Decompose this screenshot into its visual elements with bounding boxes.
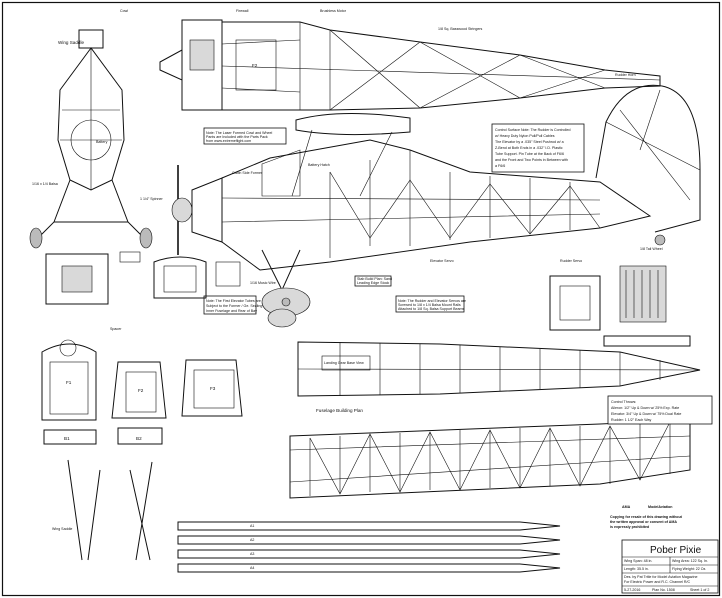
copyright-line-2: the written approval or consent of AMA	[610, 520, 677, 524]
throws-line-1: Control Throws:	[611, 400, 636, 404]
front-view: Wing Saddle 1/16 x 1/4 Balsa Battery	[29, 29, 153, 249]
kit-note-line-3: from www.extremeflight.com	[206, 139, 251, 143]
svg-text:1/16 x 1/4 Balsa: 1/16 x 1/4 Balsa	[32, 182, 58, 186]
control-note-line-3: The Elevator by a .035" Steel Pushrod w/…	[495, 140, 564, 144]
copyright-line-1: Copying for resale of this drawing witho…	[610, 515, 683, 519]
former-note: Note: The First Elevator Tubes are Subje…	[203, 295, 262, 315]
wing-span: Wing Span: 48 in.	[624, 559, 652, 563]
rudder-note-line-1: Note: The Rudder and Elevator Servos are	[398, 299, 466, 303]
former-note-line-2: Subject to the Former / Ge. Sealing	[206, 304, 262, 308]
fuselage-building-plan: Fuselage Building Plan	[289, 408, 691, 499]
svg-text:Battery Hatch: Battery Hatch	[308, 163, 330, 167]
former-f2-label: F2	[138, 388, 144, 393]
throws-line-4: Rudder: 1 1/2" Each Way	[611, 418, 651, 422]
strip-parts: A1 A2 A3 A4	[177, 521, 561, 573]
plan-date: 5-27-2016	[624, 588, 640, 592]
fuselage-building-plan-label: Fuselage Building Plan	[316, 408, 363, 413]
svg-text:A4: A4	[250, 566, 254, 570]
wing-saddle-label: Wing Saddle	[52, 527, 72, 531]
stab-note-line-1: Stab Build Plan: Sand	[357, 277, 392, 281]
control-throws-note: Control Throws: Aileron: 1/2" Up & Down …	[607, 395, 713, 425]
flying-weight: Flying Weight: 22 Oz.	[672, 567, 706, 571]
svg-text:Spacer: Spacer	[110, 327, 122, 331]
side-view-fuselage	[171, 112, 652, 328]
vertical-tail	[595, 84, 701, 246]
svg-text:Rudder Horn: Rudder Horn	[615, 73, 636, 77]
control-note-line-2: w/ Heavy Duty Nylon Pull/Pull Cables	[495, 134, 555, 138]
plan-number: Plan No. 1508	[652, 588, 675, 592]
control-note-line-7: a F6/6	[495, 164, 505, 168]
svg-text:Firewall: Firewall	[236, 9, 249, 13]
svg-text:A2: A2	[250, 538, 254, 542]
sheet-number: Sheet 1 of 2	[690, 588, 709, 592]
svg-text:Battery: Battery	[96, 140, 108, 144]
former-note-line-1: Note: The First Elevator Tubes are	[206, 299, 261, 303]
svg-text:1/8 Tail Wheel: 1/8 Tail Wheel	[640, 247, 663, 251]
kit-note-line-2: Pants are Included with the Parts Pack	[206, 135, 268, 139]
copyright-line-3: is expressly prohibited	[610, 525, 649, 529]
svg-text:F2: F2	[252, 63, 258, 68]
svg-text:A1: A1	[250, 524, 254, 528]
wing-struts: Wing Saddle	[52, 459, 153, 561]
rudder-note-line-3: Attached to 1/8 Sq. Balsa Support Beams	[398, 307, 465, 311]
former-f1-label: F1	[66, 380, 72, 385]
former-b2-label: B2	[136, 436, 142, 441]
length: Length: 35.5 in.	[624, 567, 649, 571]
designer: Des. by Pat Tritle for Model Aviation Ma…	[624, 575, 697, 579]
copyright-block: AMA ModelAviation Copying for resale of …	[610, 505, 683, 529]
throws-line-2: Aileron: 1/2" Up & Down w/ 25% Exp. Rate	[611, 406, 679, 410]
rudder-note-line-2: Screwed to 1/8 x 1/4 Balsa Mount Rails	[398, 303, 461, 307]
formers: F1 F2 F3 B1 B2	[41, 251, 243, 445]
rudder-servo-note: Note: The Rudder and Elevator Servos are…	[395, 295, 466, 313]
svg-text:Cabin Side Former: Cabin Side Former	[232, 171, 263, 175]
stab-build-note: Stab Build Plan: Sand Leading Edge Stock	[354, 275, 392, 287]
control-note-line-1: Control Surface Note: The Rudder is Cont…	[495, 128, 570, 132]
control-surface-note: Control Surface Note: The Rudder is Cont…	[491, 123, 585, 173]
throws-line-3: Elevator: 3/4" Up & Down w/ 75% Dual Rat…	[611, 412, 681, 416]
fuselage-top-plan: Landing Gear Base View	[297, 341, 701, 397]
former-f3-label: F3	[210, 386, 216, 391]
power: For Electric Power and R.C. Channel R/C	[624, 580, 691, 584]
control-note-line-6: and the Front and Two Points in Between …	[495, 158, 568, 162]
svg-text:1/8 Sq. Basswood Stringers: 1/8 Sq. Basswood Stringers	[438, 27, 483, 31]
svg-text:1/16 Music Wire: 1/16 Music Wire	[250, 281, 276, 285]
top-view-fuselage: F2 Rudder Horn	[159, 19, 661, 111]
kit-note-line-1: Note: The Laser Formed Cowl and Wheel	[206, 131, 272, 135]
control-note-line-4: Z-Bend at Both Ends in a .032" I.D. Plas…	[495, 146, 563, 150]
svg-text:1 1/4" Spinner: 1 1/4" Spinner	[140, 197, 163, 201]
former-b1-label: B1	[64, 436, 70, 441]
control-note-line-5: Tube Support. Pin Tube at the Back of F6…	[495, 152, 564, 156]
brand-ama: AMA	[622, 505, 631, 509]
kit-note: Note: The Laser Formed Cowl and Wheel Pa…	[203, 127, 287, 145]
former-note-line-3: Inner Fuselage and Rear of Bay	[206, 309, 257, 313]
landing-gear-base-label: Landing Gear Base View	[324, 361, 364, 365]
brand-model-aviation: ModelAviation	[648, 505, 672, 509]
rib-sheet	[549, 265, 691, 347]
annotations: Cowl Firewall Brushless Motor 1/8 Sq. Ba…	[110, 9, 663, 331]
svg-text:Wing Saddle: Wing Saddle	[58, 40, 84, 45]
wing-area: Wing Area: 122 Sq. In.	[672, 559, 708, 563]
svg-text:Elevator Servo: Elevator Servo	[430, 259, 454, 263]
svg-text:Rudder Servo: Rudder Servo	[560, 259, 582, 263]
plan-title: Pober Pixie	[650, 545, 702, 556]
svg-text:Cowl: Cowl	[120, 9, 128, 13]
title-block: Pober Pixie Wing Span: 48 in. Wing Area:…	[621, 539, 719, 594]
stab-note-line-2: Leading Edge Stock	[357, 281, 389, 285]
svg-text:Brushless Motor: Brushless Motor	[320, 9, 347, 13]
svg-text:A3: A3	[250, 552, 254, 556]
